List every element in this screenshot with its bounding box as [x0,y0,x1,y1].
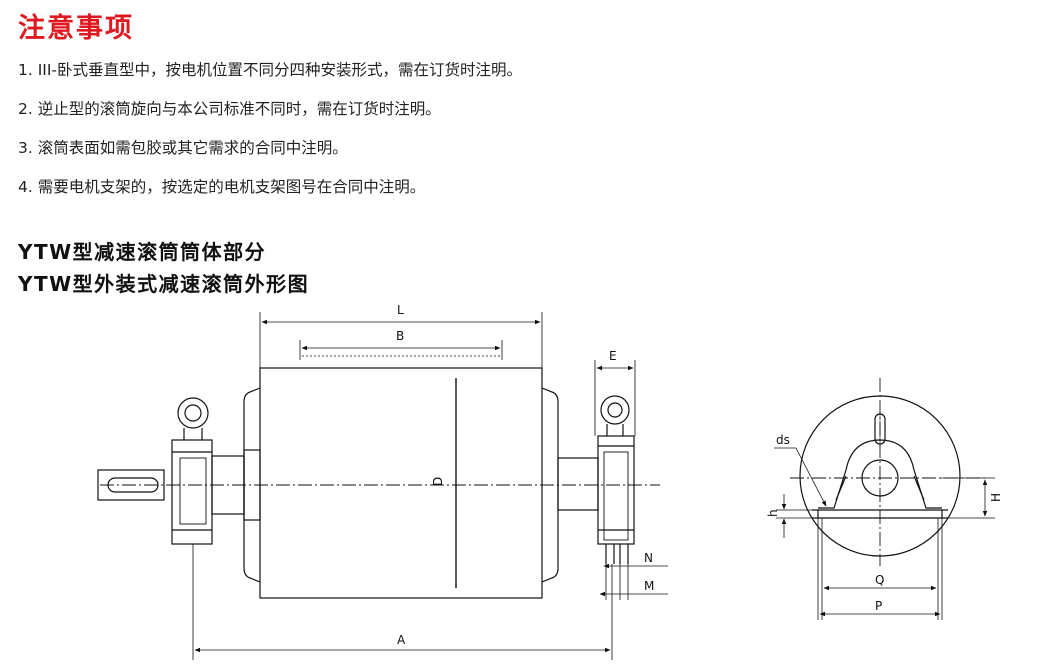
side-view-drawing [97,312,668,660]
page-title: 注意事项 [18,13,134,44]
shaft-bore [861,459,899,497]
note-item: 1. III-卧式垂直型中，按电机位置不同分四种安装形式，需在订货时注明。 [18,61,523,79]
notes-list: 1. III-卧式垂直型中，按电机位置不同分四种安装形式，需在订货时注明。 2.… [18,60,522,216]
dimension-ds [795,447,827,507]
end-view-drawing [774,378,995,620]
note-item: 3. 滚筒表面如需包胶或其它需求的合同中注明。 [18,139,348,157]
shaft-keyway [107,477,159,493]
right-bearing-block [597,435,635,545]
label-Q: Q [875,573,884,587]
note-item: 4. 需要电机支架的，按选定的电机支架图号在合同中注明。 [18,178,426,196]
label-H: H [989,493,1003,502]
label-E: E [609,349,617,363]
label-D: D [431,477,445,486]
label-A: A [397,633,406,647]
left-lifting-eye [177,397,209,429]
section-heading-outline: YTW型外装式减速滚筒外形图 [18,272,310,296]
drum-body [259,367,543,599]
label-M: M [644,579,654,593]
label-h: h [766,509,780,517]
label-N: N [644,551,653,565]
label-ds: ds [776,433,790,447]
label-B: B [396,329,404,343]
right-lifting-eye [600,395,630,425]
left-shaft [97,469,165,501]
label-L: L [397,303,404,317]
label-P: P [875,599,882,613]
note-item: 2. 逆止型的滚筒旋向与本公司标准不同时，需在订货时注明。 [18,100,441,118]
section-heading-body: YTW型减速滚筒筒体部分 [18,240,267,264]
